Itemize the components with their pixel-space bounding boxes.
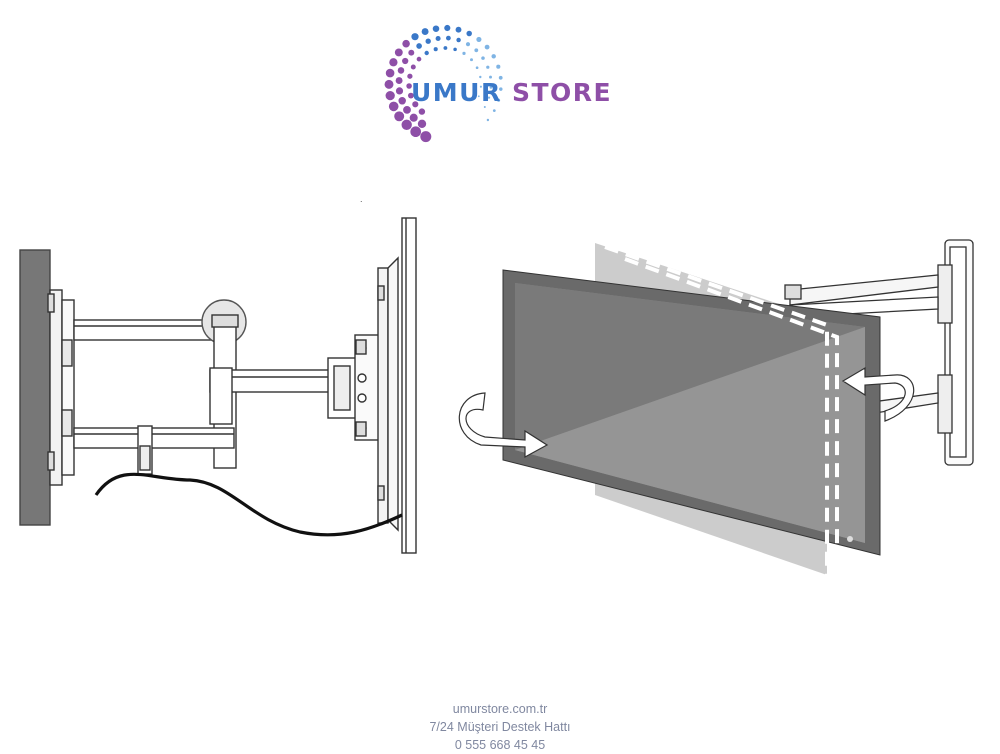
logo-dot xyxy=(486,65,490,69)
tilt-bracket-icon xyxy=(354,334,380,441)
footer-support-line: 7/24 Müşteri Destek Hattı xyxy=(429,720,571,734)
logo-dot xyxy=(402,57,409,65)
logo-dot xyxy=(411,33,419,41)
umur-store-logo xyxy=(384,24,503,143)
logo-dot xyxy=(446,35,451,41)
logo-dot xyxy=(409,113,418,122)
side-view-wall-mount-diagram: . xyxy=(19,194,417,554)
logo-dot xyxy=(491,54,496,59)
logo-dot xyxy=(395,87,404,95)
logo-dot xyxy=(484,44,490,50)
stray-mark: . xyxy=(360,194,363,204)
logo-dot xyxy=(417,119,427,128)
logo-dot xyxy=(465,42,471,47)
logo-dot xyxy=(424,50,429,56)
logo-dot xyxy=(433,47,438,52)
wall-bracket-icon xyxy=(784,239,974,466)
logo-dot xyxy=(499,87,503,91)
logo-dot xyxy=(474,48,479,53)
logo-dot xyxy=(489,75,492,79)
logo-dot xyxy=(416,56,422,62)
logo-dot xyxy=(462,51,466,56)
logo-dot xyxy=(410,126,422,138)
logo-dot xyxy=(407,73,413,79)
lower-arm-icon xyxy=(73,425,235,475)
logo-dot xyxy=(410,64,416,70)
logo-dot xyxy=(481,56,485,60)
swivel-guide-dashes xyxy=(604,245,839,577)
logo-dot xyxy=(420,131,432,143)
logo-dot xyxy=(470,58,473,62)
brand-name-part1: UMUR xyxy=(411,78,502,107)
logo-dot xyxy=(498,75,503,80)
logo-swirl-dots-icon xyxy=(384,24,503,143)
swivel-rotation-diagram xyxy=(458,239,974,577)
logo-dot xyxy=(496,64,501,69)
logo-dot xyxy=(483,106,486,108)
logo-dot xyxy=(401,119,412,130)
logo-dot xyxy=(388,101,399,112)
logo-dot xyxy=(416,43,422,49)
logo-dot xyxy=(456,37,461,43)
brand-name: UMUR STORE xyxy=(411,74,612,112)
logo-dot xyxy=(421,28,429,36)
logo-dot xyxy=(476,36,482,42)
logo-dot xyxy=(489,86,493,89)
logo-dot xyxy=(394,48,403,57)
logo-dot xyxy=(487,96,491,99)
tv-screen-icon xyxy=(502,269,881,556)
logo-dot xyxy=(444,24,451,32)
logo-dot xyxy=(407,92,414,99)
logo-dot xyxy=(443,46,448,50)
logo-dot xyxy=(408,49,415,56)
logo-dot xyxy=(477,95,480,98)
logo-dot xyxy=(394,111,405,122)
forearm-icon xyxy=(209,357,357,425)
logo-dot xyxy=(486,118,490,122)
brand-name-part2: STORE xyxy=(511,78,613,107)
logo-dot xyxy=(418,108,426,115)
logo-dot xyxy=(475,66,479,70)
logo-dot xyxy=(402,39,410,48)
logo-dot xyxy=(385,68,395,78)
footer: umurstore.com.tr 7/24 Müşteri Destek Hat… xyxy=(0,700,1000,754)
logo-dot xyxy=(466,30,472,37)
logo-dot xyxy=(398,97,406,105)
logo-dot xyxy=(497,98,501,102)
logo-dot xyxy=(395,77,403,85)
logo-dot xyxy=(406,83,412,89)
rotation-arrow-left-icon xyxy=(458,392,549,459)
logo-dot xyxy=(435,35,441,42)
tv-panel-icon xyxy=(387,217,417,554)
cable-icon xyxy=(94,472,403,537)
logo-dot xyxy=(479,85,482,88)
rotation-arrow-right-icon xyxy=(841,366,915,422)
footer-phone: 0 555 668 45 45 xyxy=(454,738,546,752)
logo-dot xyxy=(389,58,398,67)
logo-dot xyxy=(384,79,394,89)
logo-dot xyxy=(385,90,395,101)
logo-dot xyxy=(455,26,462,33)
vesa-plate-icon xyxy=(377,267,389,524)
wall-icon xyxy=(19,249,51,526)
logo-dot xyxy=(492,109,496,112)
logo-dot xyxy=(432,25,440,32)
logo-dot xyxy=(425,38,431,44)
wall-plate-icon xyxy=(47,289,75,486)
logo-dot xyxy=(412,101,419,108)
logo-dot xyxy=(453,47,457,52)
footer-website: umurstore.com.tr xyxy=(452,702,548,716)
logo-dot xyxy=(397,67,405,74)
logo-dot xyxy=(479,75,482,79)
logo-dot xyxy=(403,106,411,114)
